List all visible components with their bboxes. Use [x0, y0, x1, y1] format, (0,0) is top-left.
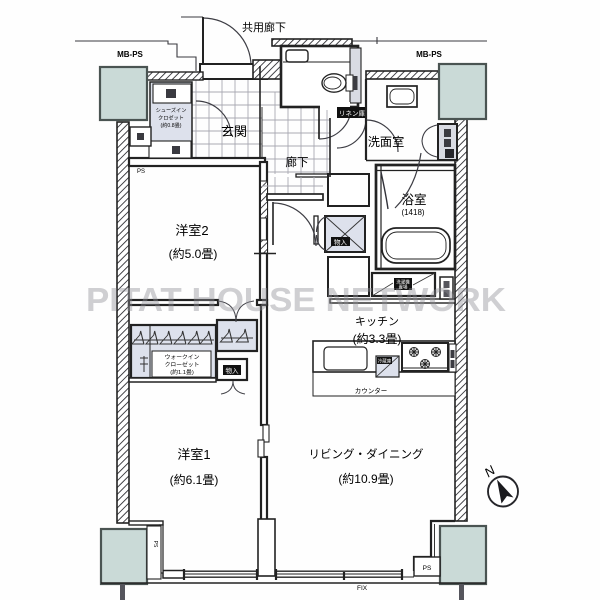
svg-text:洋室1: 洋室1	[177, 447, 210, 462]
svg-text:リビング・ダイニング: リビング・ダイニング	[309, 447, 424, 461]
svg-text:置場: 置場	[399, 284, 408, 291]
svg-text:玄関: 玄関	[221, 124, 247, 139]
svg-text:洋室2: 洋室2	[175, 223, 208, 238]
svg-text:MB-PS: MB-PS	[416, 50, 442, 59]
svg-text:洗濯機: 洗濯機	[396, 279, 410, 286]
svg-text:PS: PS	[423, 565, 432, 572]
svg-text:リネン庫: リネン庫	[339, 109, 366, 118]
svg-text:(1418): (1418)	[401, 208, 424, 217]
svg-text:PITAT HOUSE NETWORK: PITAT HOUSE NETWORK	[86, 281, 506, 318]
svg-text:シューズイン: シューズイン	[156, 106, 187, 114]
svg-text:物入: 物入	[226, 366, 240, 375]
svg-text:FIX: FIX	[357, 585, 368, 592]
svg-text:カウンター: カウンター	[355, 386, 388, 395]
svg-text:(約1.1畳): (約1.1畳)	[170, 368, 194, 376]
svg-text:クロゼット: クロゼット	[158, 114, 184, 122]
svg-text:MB-PS: MB-PS	[117, 50, 143, 59]
svg-text:(約6.1畳): (約6.1畳)	[170, 472, 219, 487]
svg-text:物入: 物入	[334, 238, 348, 247]
svg-text:廊下: 廊下	[286, 155, 309, 169]
svg-text:(約5.0畳): (約5.0畳)	[169, 246, 218, 261]
svg-text:浴室: 浴室	[401, 192, 426, 207]
svg-text:(約10.9畳): (約10.9畳)	[338, 471, 393, 486]
svg-text:(約0.8畳): (約0.8畳)	[160, 121, 181, 129]
svg-text:PS: PS	[137, 169, 145, 175]
svg-text:クローゼット: クローゼット	[165, 361, 200, 369]
svg-text:キッチン: キッチン	[355, 315, 399, 328]
svg-text:(約3.3畳): (約3.3畳)	[353, 331, 402, 346]
svg-text:冷蔵庫: 冷蔵庫	[378, 358, 392, 365]
svg-text:洗面室: 洗面室	[368, 134, 405, 149]
svg-text:ウォークイン: ウォークイン	[165, 353, 200, 361]
svg-text:PS: PS	[152, 541, 158, 548]
svg-text:共用廊下: 共用廊下	[242, 20, 286, 34]
